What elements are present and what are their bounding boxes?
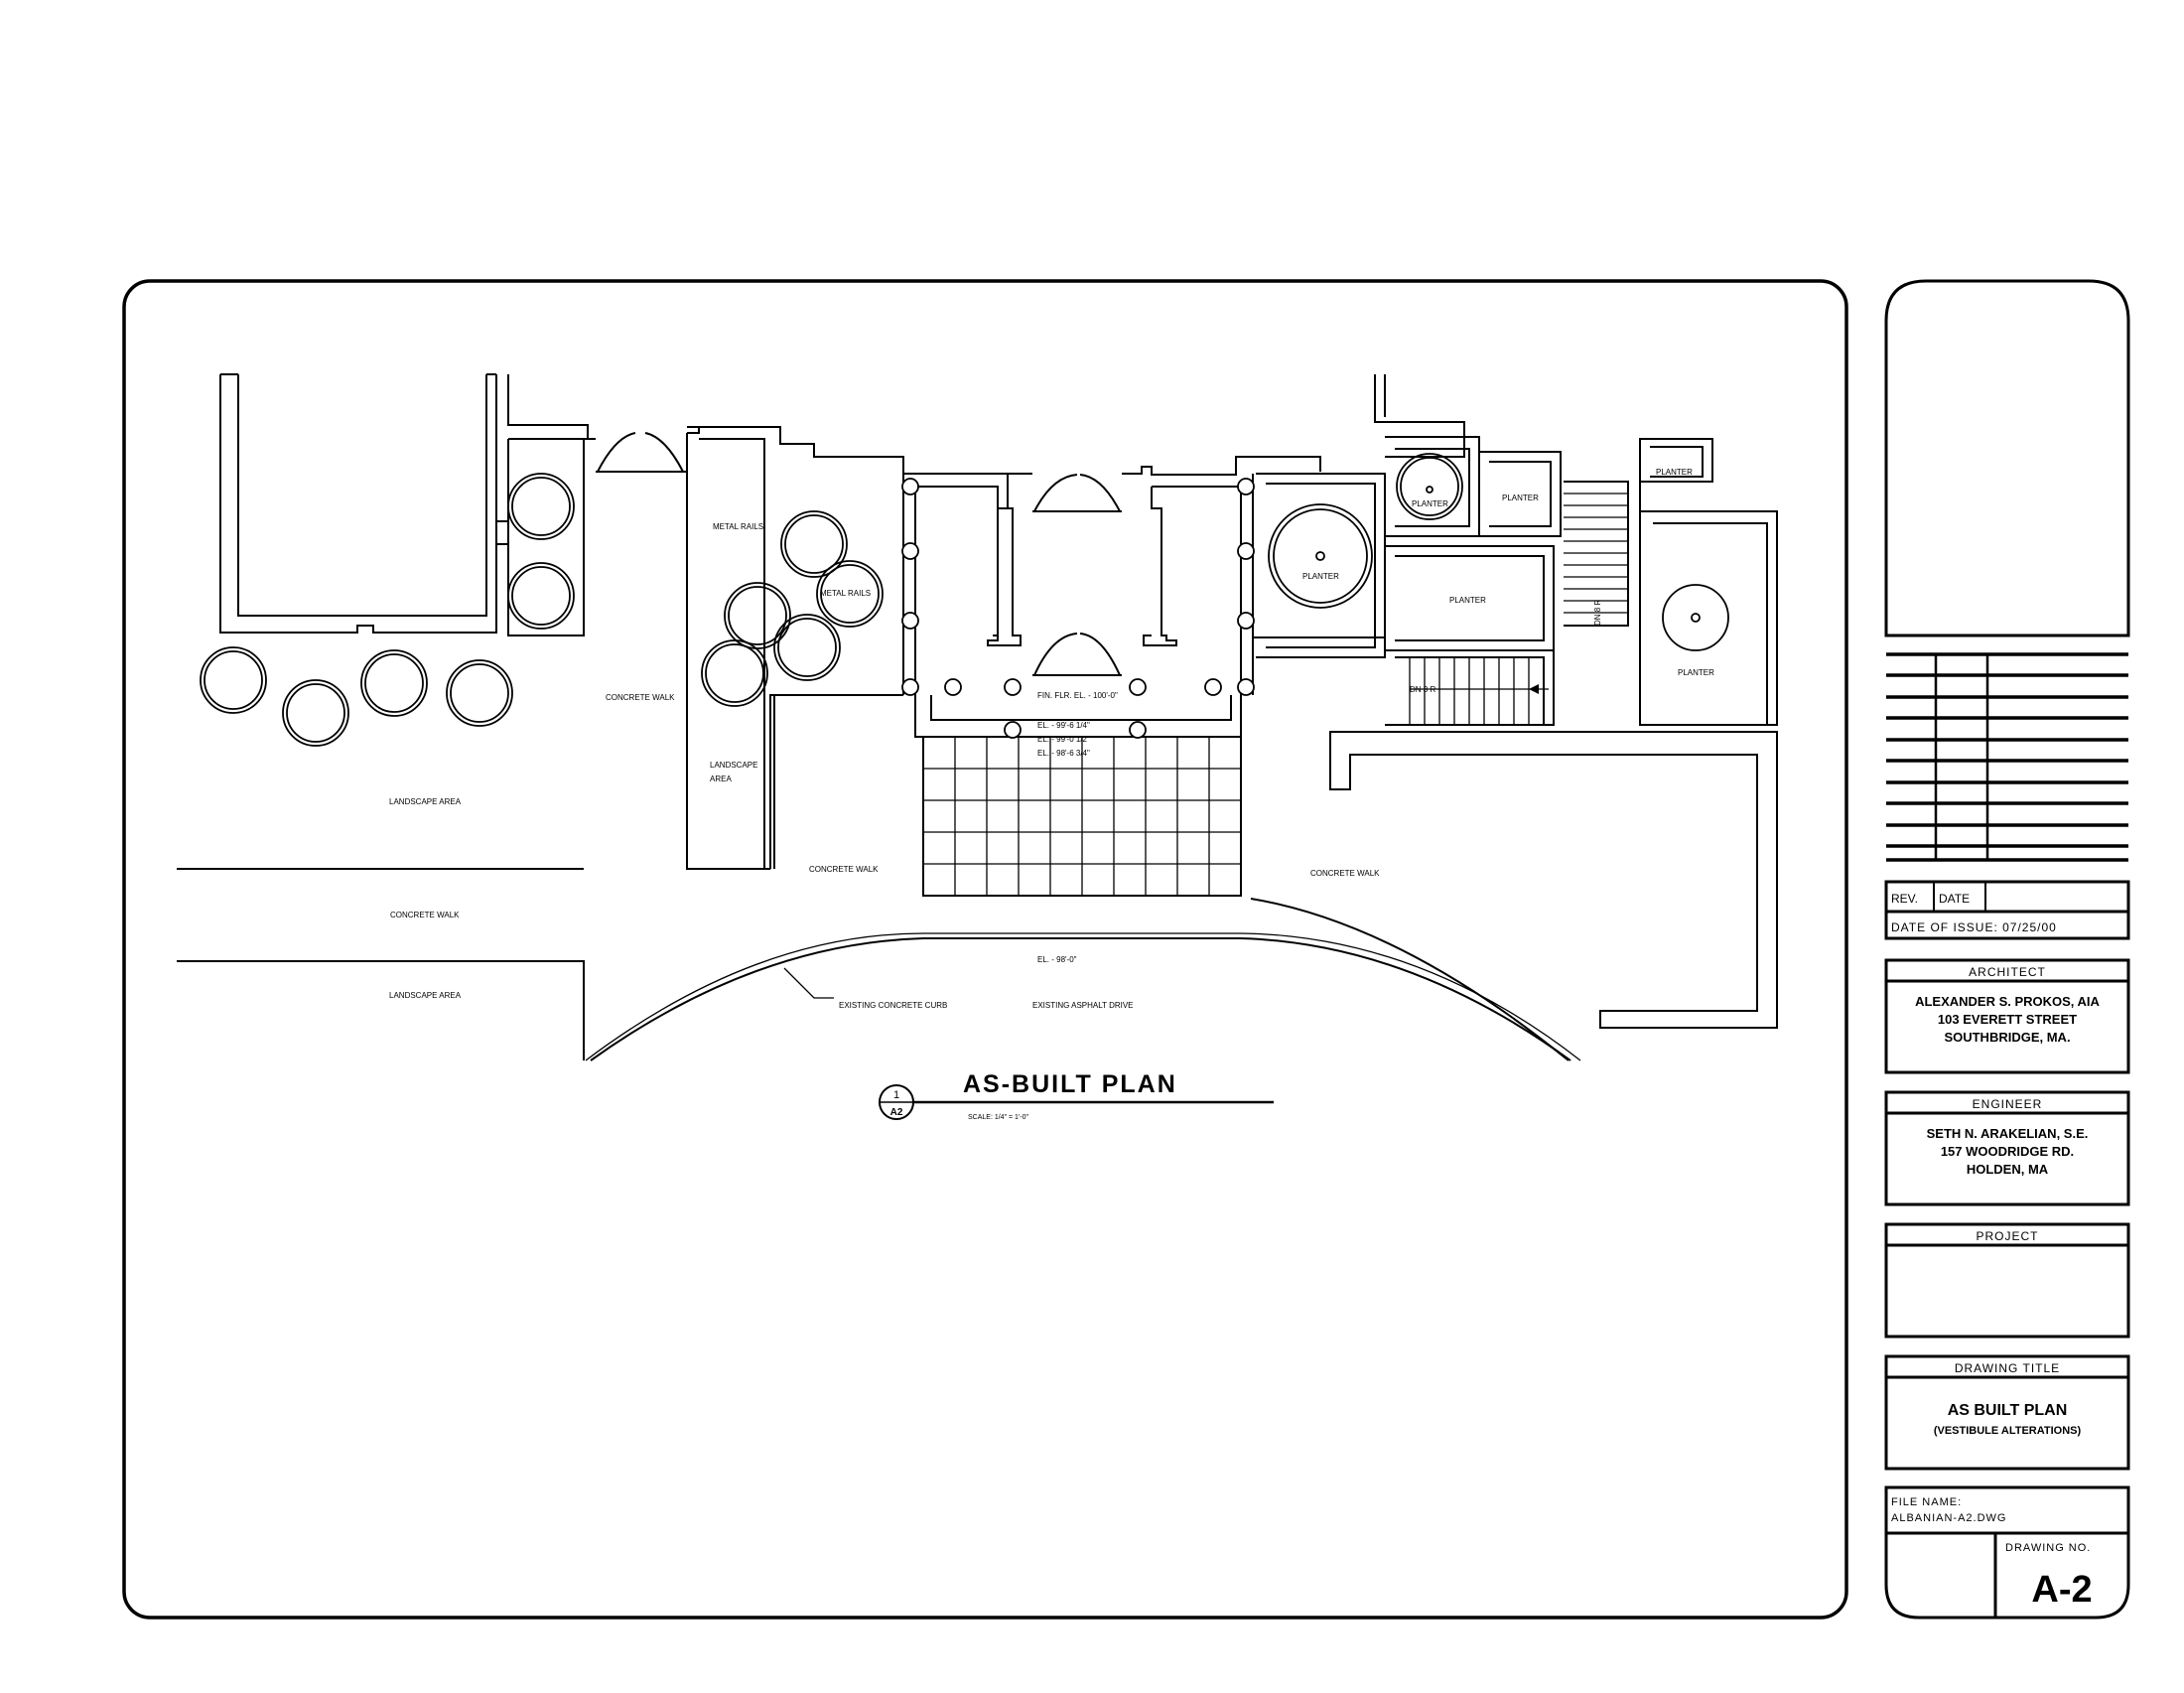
- project-header: PROJECT: [1976, 1229, 2038, 1243]
- curb-leader: [783, 967, 834, 999]
- architect-city: SOUTHBRIDGE, MA.: [1944, 1030, 2070, 1045]
- label-planter-3: PLANTER: [1502, 494, 1539, 502]
- label-concrete-walk-1: CONCRETE WALK: [606, 693, 675, 702]
- drawing-frame: [122, 279, 1848, 1620]
- file-name: ALBANIAN-A2.DWG: [1891, 1512, 2006, 1524]
- label-elevation-2: EL. - 99'-0 1/2": [1037, 735, 1090, 744]
- label-planter-2: PLANTER: [1412, 499, 1448, 508]
- label-elevation-3: EL. - 98'-6 3/4": [1037, 749, 1090, 758]
- architect-header: ARCHITECT: [1969, 965, 2046, 979]
- engineer-street: 157 WOODRIDGE RD.: [1941, 1144, 2074, 1159]
- engineer-header: ENGINEER: [1973, 1097, 2043, 1111]
- engineer-name: SETH N. ARAKELIAN, S.E.: [1927, 1126, 2089, 1141]
- label-landscape-area-1: LANDSCAPE AREA: [389, 797, 462, 806]
- label-concrete-walk-3: CONCRETE WALK: [809, 865, 879, 874]
- engineer-city: HOLDEN, MA: [1967, 1162, 2049, 1177]
- drawing-title-main: AS BUILT PLAN: [1948, 1402, 2068, 1419]
- drawing-number: A-2: [2031, 1569, 2092, 1611]
- detail-sheet: A2: [890, 1107, 903, 1118]
- label-stair-dn-2: DN 8 R: [1593, 600, 1602, 626]
- label-metal-rails-2: METAL RAILS: [820, 589, 871, 598]
- label-stair-dn-1: DN 3 R: [1410, 685, 1435, 694]
- label-landscape-area-2: LANDSCAPE AREA: [389, 991, 462, 1000]
- label-landscape-area-3a: LANDSCAPE: [710, 761, 757, 770]
- stair-arrow: [1529, 684, 1539, 694]
- label-planter-1: PLANTER: [1302, 572, 1339, 581]
- rev-label: REV.: [1891, 892, 1918, 906]
- posts: [901, 478, 1701, 739]
- label-existing-curb: EXISTING CONCRETE CURB: [839, 1001, 947, 1010]
- detail-number: 1: [893, 1089, 899, 1101]
- drawing-title-sub: (VESTIBULE ALTERATIONS): [1934, 1425, 2082, 1437]
- drawing-no-label: DRAWING NO.: [2005, 1542, 2091, 1554]
- label-planter-5: PLANTER: [1656, 468, 1693, 477]
- label-concrete-walk-4: CONCRETE WALK: [1310, 869, 1380, 878]
- label-existing-drive: EXISTING ASPHALT DRIVE: [1032, 1001, 1134, 1010]
- label-floor-elevation: FIN. FLR. EL. - 100'-0": [1037, 691, 1118, 700]
- label-metal-rails-1: METAL RAILS: [713, 522, 763, 531]
- drawing-title-header: DRAWING TITLE: [1955, 1361, 2060, 1375]
- date-label: DATE: [1939, 892, 1970, 906]
- plan-title-block: 1 A2 AS-BUILT PLAN SCALE: 1/4" = 1'-0": [879, 1070, 1274, 1121]
- plan-title: AS-BUILT PLAN: [963, 1070, 1177, 1098]
- label-concrete-walk-2: CONCRETE WALK: [390, 911, 460, 919]
- architect-street: 103 EVERETT STREET: [1938, 1012, 2077, 1027]
- label-planter-6: PLANTER: [1678, 668, 1714, 677]
- title-block: [1884, 279, 2130, 1620]
- paver-grid: [923, 737, 1241, 896]
- architect-name: ALEXANDER S. PROKOS, AIA: [1915, 994, 2100, 1009]
- landscape-circles: [200, 453, 1729, 747]
- floor-plan: [177, 373, 1778, 1061]
- file-name-label: FILE NAME:: [1891, 1496, 1962, 1508]
- date-of-issue: DATE OF ISSUE: 07/25/00: [1891, 920, 2057, 934]
- label-planter-4: PLANTER: [1449, 596, 1486, 605]
- label-landscape-area-3b: AREA: [710, 775, 732, 783]
- plan-scale: SCALE: 1/4" = 1'-0": [968, 1114, 1028, 1121]
- label-elevation-1: EL. - 99'-6 1/4": [1037, 721, 1090, 730]
- label-drive-elevation: EL. - 98'-0": [1037, 955, 1077, 964]
